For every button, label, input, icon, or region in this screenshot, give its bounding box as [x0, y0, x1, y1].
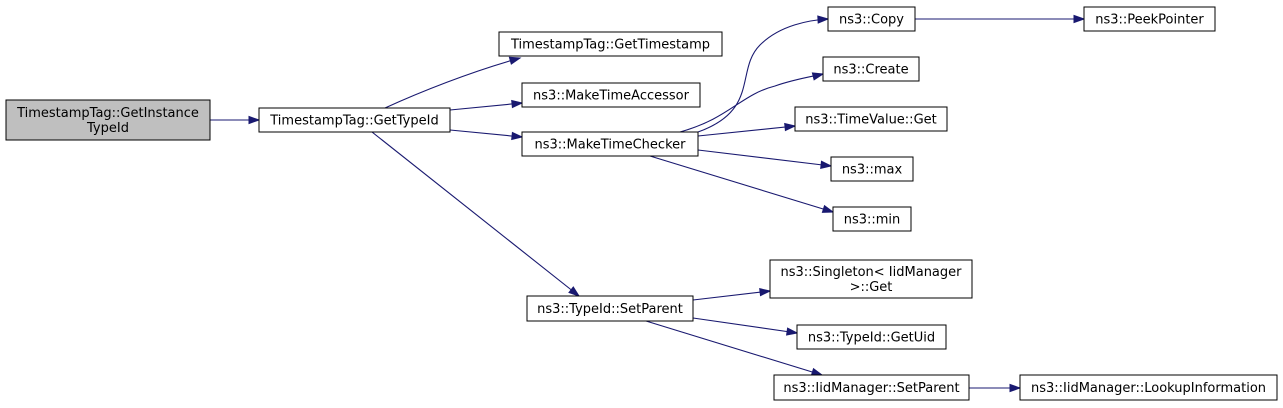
arrowhead-icon	[786, 327, 799, 336]
arrowhead-icon	[821, 204, 835, 213]
arrowhead-icon	[508, 56, 522, 65]
arrowhead-icon	[810, 367, 824, 376]
edge-line	[645, 320, 823, 376]
node-label: TimestampTag::GetInstance	[16, 106, 199, 121]
node-label: ns3::TypeId::GetUid	[808, 331, 935, 346]
edge-line	[697, 125, 796, 137]
edge-line	[384, 57, 521, 109]
arrowhead-icon	[511, 99, 524, 109]
node-label: ns3::TypeId::SetParent	[537, 302, 683, 317]
node-box	[1083, 6, 1216, 32]
edge-gettypeid-to-setparent	[371, 131, 581, 297]
node-box	[830, 156, 914, 182]
node-label: ns3::TimeValue::Get	[805, 113, 937, 128]
edge-maketimechecker-to-max	[697, 149, 833, 169]
node-label: ns3::PeekPointer	[1095, 13, 1204, 28]
node-min[interactable]: ns3::min	[832, 206, 912, 232]
node-label: ns3::IidManager::SetParent	[783, 381, 959, 396]
node-box	[827, 6, 916, 32]
node-box	[526, 295, 694, 322]
node-label: TimestampTag::GetTypeId	[269, 114, 438, 129]
node-max[interactable]: ns3::max	[830, 156, 914, 182]
arrowhead-icon	[248, 115, 261, 125]
node-iidsetparent[interactable]: ns3::IidManager::SetParent	[773, 374, 970, 401]
edge-copy-to-peekpointer	[915, 14, 1086, 24]
arrowhead-icon	[568, 286, 581, 297]
edge-maketimechecker-to-timevalueget	[697, 122, 797, 137]
node-box	[769, 259, 973, 299]
node-label: ns3::min	[844, 213, 901, 228]
edge-setparent-to-iidsetparent	[645, 320, 824, 376]
edge-maketimechecker-to-copy	[697, 15, 830, 133]
edge-gettypeid-to-maketimeaccessor	[449, 99, 524, 111]
edge-line	[692, 290, 771, 301]
node-label: >::Get	[850, 280, 893, 295]
edge-gettypeid-to-maketimechecker	[449, 129, 524, 141]
node-peekpointer[interactable]: ns3::PeekPointer	[1083, 6, 1216, 32]
edge-setparent-to-singletonget	[692, 288, 772, 301]
edge-line	[649, 155, 834, 213]
node-label: ns3::Singleton< IidManager	[780, 265, 962, 280]
edges-layer	[210, 14, 1086, 393]
arrowhead-icon	[811, 72, 825, 81]
arrowhead-icon	[820, 160, 833, 169]
node-box	[1019, 374, 1278, 401]
node-box	[498, 31, 723, 57]
node-label: ns3::Copy	[839, 13, 904, 28]
node-box	[258, 107, 451, 133]
node-label: TypeId	[86, 121, 129, 136]
node-box	[832, 206, 912, 232]
edge-line	[371, 131, 580, 297]
edge-line	[449, 129, 523, 138]
node-create[interactable]: ns3::Create	[822, 56, 920, 82]
node-lookupinfo[interactable]: ns3::IidManager::LookupInformation	[1019, 374, 1278, 401]
node-maketimeaccessor[interactable]: ns3::MakeTimeAccessor	[521, 82, 701, 108]
edge-line	[449, 102, 523, 111]
node-box	[521, 82, 701, 108]
node-box	[5, 99, 211, 141]
node-gettimestamp[interactable]: TimestampTag::GetTimestamp	[498, 31, 723, 57]
arrowhead-icon	[511, 131, 524, 141]
arrowhead-icon	[1009, 383, 1022, 393]
edge-line	[679, 73, 824, 133]
arrowhead-icon	[817, 15, 830, 24]
node-label: ns3::MakeTimeChecker	[535, 138, 687, 153]
edge-line	[697, 149, 832, 167]
node-box	[822, 56, 920, 82]
edge-maketimechecker-to-min	[649, 155, 835, 213]
node-gettypeid[interactable]: TimestampTag::GetTypeId	[258, 107, 451, 133]
node-box	[794, 106, 948, 132]
arrowhead-icon	[784, 122, 797, 132]
node-maketimechecker[interactable]: ns3::MakeTimeChecker	[521, 131, 699, 157]
edge-line	[692, 317, 798, 334]
node-box	[796, 324, 947, 350]
node-box	[773, 374, 970, 401]
edge-maketimechecker-to-create	[679, 72, 825, 133]
edge-gettypeid-to-gettimestamp	[384, 56, 522, 109]
node-singletonget[interactable]: ns3::Singleton< IidManager>::Get	[769, 259, 973, 299]
node-getuid[interactable]: ns3::TypeId::GetUid	[796, 324, 947, 350]
arrowhead-icon	[759, 288, 772, 297]
node-box	[521, 131, 699, 157]
node-timevalueget[interactable]: ns3::TimeValue::Get	[794, 106, 948, 132]
edge-line	[697, 18, 829, 133]
node-label: TimestampTag::GetTimestamp	[510, 38, 710, 53]
node-label: ns3::Create	[833, 63, 908, 78]
node-label: ns3::MakeTimeAccessor	[533, 89, 690, 104]
node-label: ns3::IidManager::LookupInformation	[1031, 381, 1266, 396]
edge-iidsetparent-to-lookupinfo	[969, 383, 1022, 393]
node-copy[interactable]: ns3::Copy	[827, 6, 916, 32]
arrowhead-icon	[1073, 14, 1086, 24]
node-setparent[interactable]: ns3::TypeId::SetParent	[526, 295, 694, 322]
edge-root-to-gettypeid	[210, 115, 261, 125]
node-label: ns3::max	[842, 163, 903, 178]
edge-setparent-to-getuid	[692, 317, 799, 336]
